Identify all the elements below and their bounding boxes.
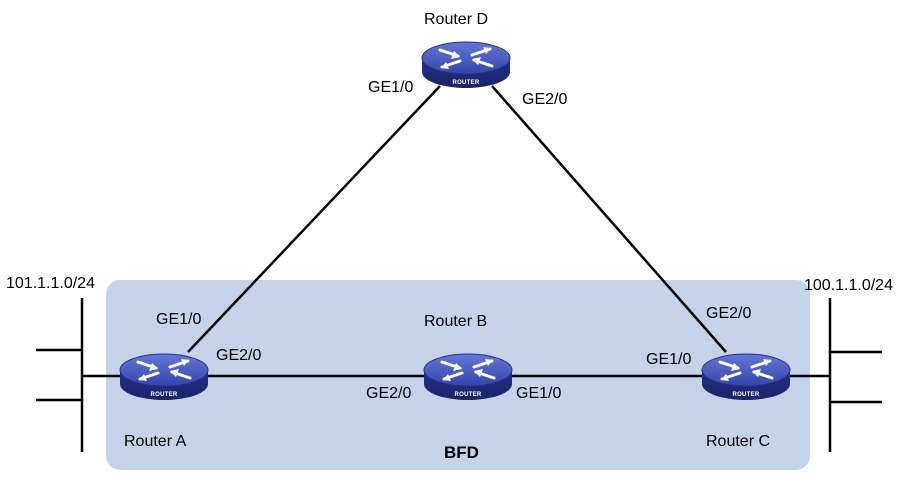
router-a-ge1-label: GE1/0 [156, 311, 201, 328]
bfd-label: BFD [444, 443, 479, 462]
router-d-ge2-label: GE2/0 [522, 91, 567, 108]
router-b-ge1-label: GE1/0 [516, 385, 561, 402]
link-d-c [491, 85, 727, 353]
router-a-icon: ROUTER [118, 352, 210, 402]
router-a-label: Router A [124, 433, 187, 450]
router-b-label: Router B [424, 313, 487, 330]
router-a-ge2-label: GE2/0 [216, 347, 261, 364]
left-network-label: 101.1.1.0/24 [6, 275, 95, 292]
router-d-icon-text: ROUTER [452, 80, 479, 86]
left-network-bus [36, 298, 122, 452]
router-d-label: Router D [424, 11, 488, 28]
router-d-icon: ROUTER [420, 40, 512, 90]
router-c-icon: ROUTER [700, 352, 792, 402]
router-b-ge2-label: GE2/0 [366, 385, 411, 402]
router-c-ge2-label: GE2/0 [706, 305, 751, 322]
right-network-label: 100.1.1.0/24 [804, 277, 893, 294]
right-network-bus [788, 298, 882, 452]
router-b-icon-text: ROUTER [454, 392, 481, 398]
router-b-icon: ROUTER [422, 352, 514, 402]
router-c-icon-text: ROUTER [732, 392, 759, 398]
router-a-icon-text: ROUTER [150, 392, 177, 398]
router-c-label: Router C [706, 433, 770, 450]
link-a-d [187, 85, 441, 353]
router-c-ge1-label: GE1/0 [646, 351, 691, 368]
router-d-ge1-label: GE1/0 [368, 79, 413, 96]
